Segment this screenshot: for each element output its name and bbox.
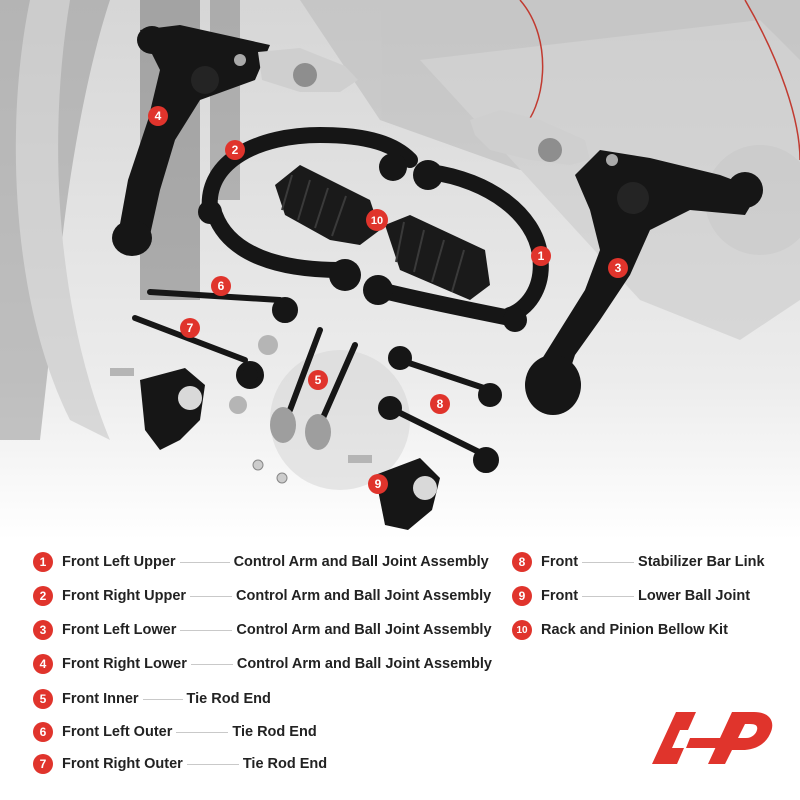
leader-line — [186, 763, 239, 765]
callout-4: 4 — [148, 106, 168, 126]
legend-item-7: 7 Front Right Outer Tie Rod End — [33, 753, 327, 775]
callout-7: 7 — [180, 318, 200, 338]
svg-text:9: 9 — [375, 477, 382, 491]
callout-10: 10 — [366, 209, 388, 231]
badge-2: 2 — [33, 586, 53, 606]
callout-3: 3 — [608, 258, 628, 278]
leader-line — [180, 629, 233, 631]
leader-line — [582, 595, 635, 597]
badge-5: 5 — [33, 689, 53, 709]
callout-8: 8 — [430, 394, 450, 414]
badge-1: 1 — [33, 552, 53, 572]
badge-3: 3 — [33, 620, 53, 640]
callout-6: 6 — [211, 276, 231, 296]
svg-text:2: 2 — [232, 143, 239, 157]
part-9-lower-ball-joint — [348, 455, 440, 530]
leader-line — [582, 561, 635, 563]
part-4-lower-control-arm-right — [112, 25, 358, 256]
callout-9: 9 — [368, 474, 388, 494]
part-3-lower-control-arm-left — [470, 110, 763, 415]
svg-text:7: 7 — [187, 321, 194, 335]
badge-4: 4 — [33, 654, 53, 674]
product-photo: 1 2 3 4 5 6 7 8 9 10 — [0, 0, 800, 540]
svg-text:6: 6 — [218, 279, 225, 293]
leader-line — [142, 698, 183, 700]
legend-item-10: 10 Rack and Pinion Bellow Kit — [512, 619, 728, 641]
ball-joint-left — [110, 368, 205, 450]
badge-6: 6 — [33, 722, 53, 742]
badge-7: 7 — [33, 754, 53, 774]
legend-item-1: 1 Front Left Upper Control Arm and Ball … — [33, 551, 489, 573]
badge-10: 10 — [512, 620, 532, 640]
svg-text:3: 3 — [615, 261, 622, 275]
part-1-upper-control-arm-left — [363, 160, 549, 332]
svg-text:4: 4 — [155, 109, 162, 123]
callout-5: 5 — [308, 370, 328, 390]
legend-item-9: 9 Front Lower Ball Joint — [512, 585, 750, 607]
badge-8: 8 — [512, 552, 532, 572]
legend-item-3: 3 Front Left Lower Control Arm and Ball … — [33, 619, 492, 641]
leader-line — [190, 595, 233, 597]
leader-line — [190, 663, 233, 665]
svg-text:10: 10 — [371, 215, 383, 227]
svg-text:1: 1 — [538, 249, 545, 263]
parts-legend: 1 Front Left Upper Control Arm and Ball … — [0, 540, 800, 800]
badge-9: 9 — [512, 586, 532, 606]
part-6-left-outer-tie-rod — [147, 289, 298, 355]
legend-item-6: 6 Front Left Outer Tie Rod End — [33, 721, 317, 743]
legend-item-2: 2 Front Right Upper Control Arm and Ball… — [33, 585, 491, 607]
leader-line — [179, 561, 230, 563]
callouts: 1 2 3 4 5 6 7 8 9 10 — [148, 106, 628, 494]
callout-2: 2 — [225, 140, 245, 160]
part-8-stabilizer-links — [378, 346, 502, 473]
callout-1: 1 — [531, 246, 551, 266]
part-2-upper-control-arm-right — [198, 126, 418, 291]
part-7-right-outer-tie-rod — [132, 315, 264, 414]
legend-item-4: 4 Front Right Lower Control Arm and Ball… — [33, 653, 492, 675]
svg-text:8: 8 — [437, 397, 444, 411]
part-10-bellow-kit — [275, 165, 490, 300]
legend-item-5: 5 Front Inner Tie Rod End — [33, 688, 271, 710]
a-premium-logo-icon — [650, 708, 774, 766]
svg-text:5: 5 — [315, 373, 322, 387]
leader-line — [176, 731, 229, 733]
legend-item-8: 8 Front Stabilizer Bar Link — [512, 551, 765, 573]
part-5-inner-tie-rods — [252, 327, 358, 484]
